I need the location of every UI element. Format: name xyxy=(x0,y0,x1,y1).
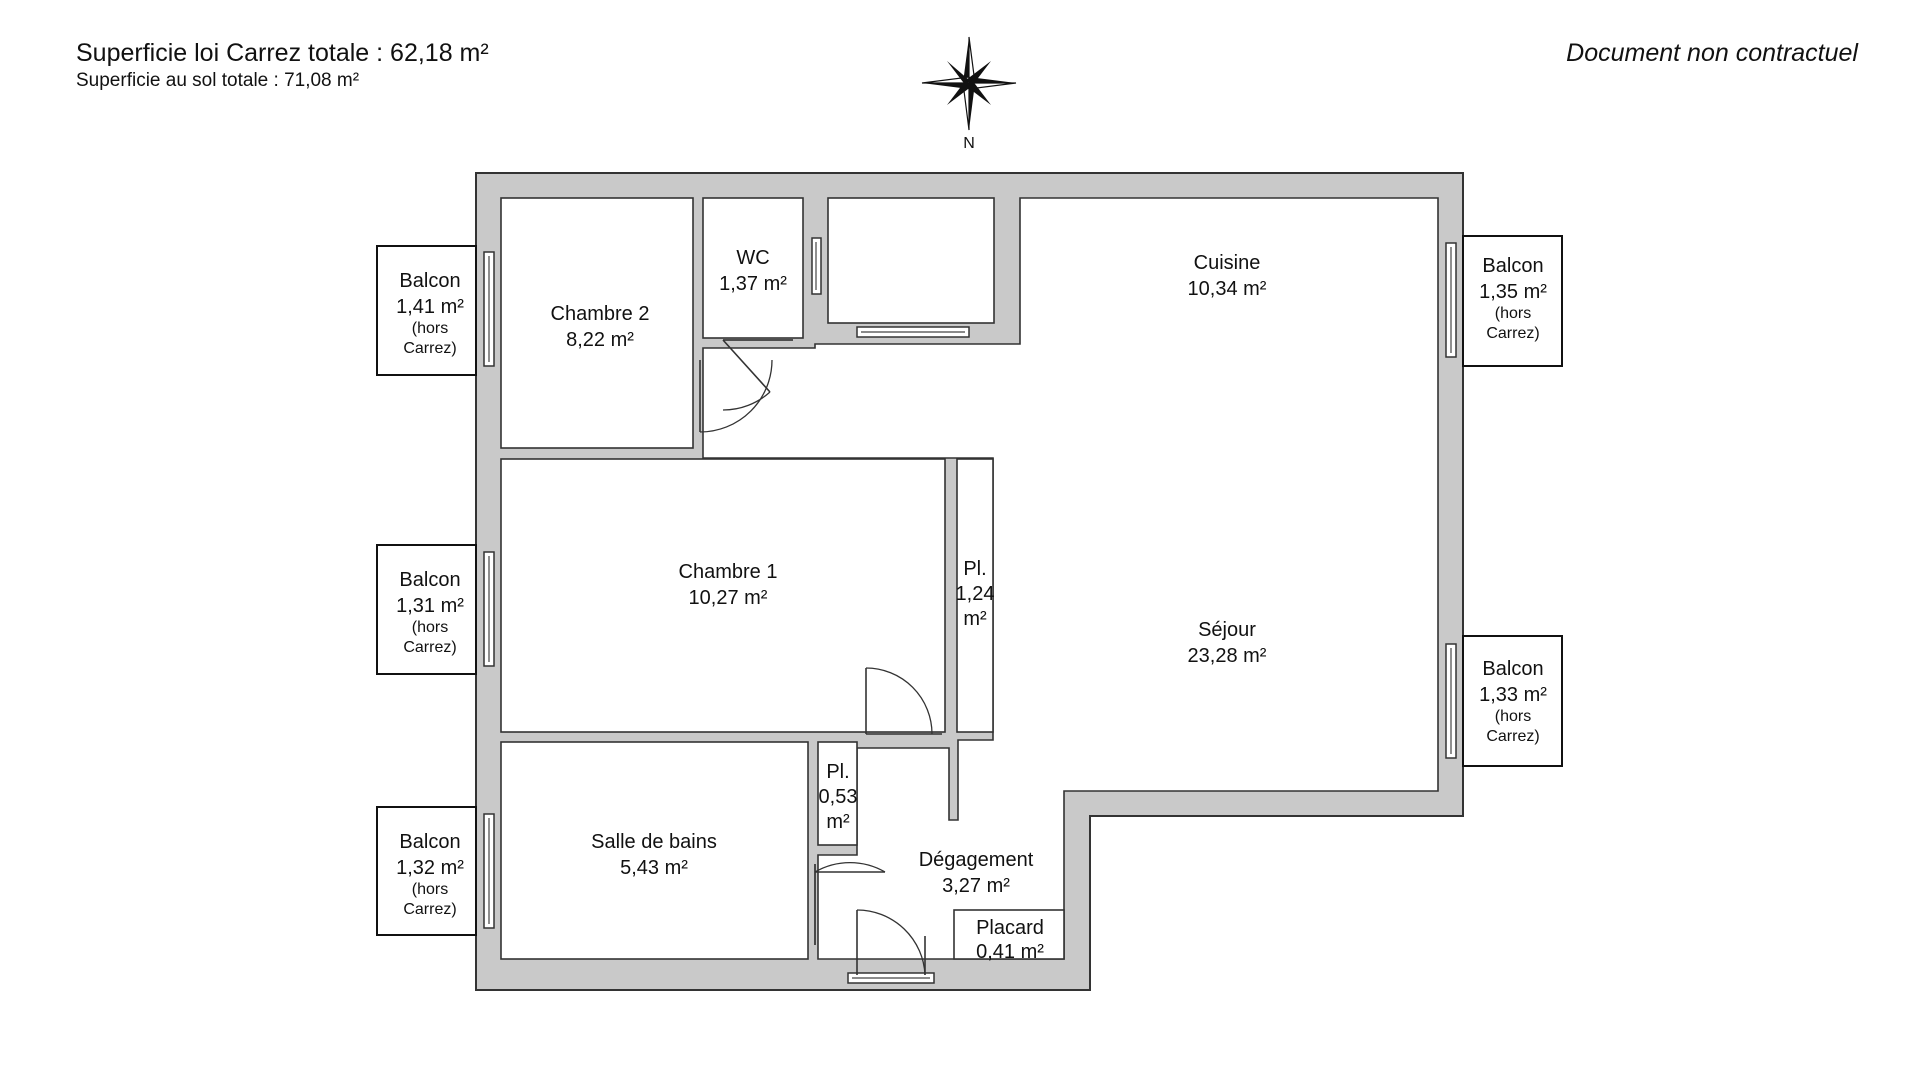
balcony-2 xyxy=(376,544,477,675)
door-chambre-2 xyxy=(699,359,773,433)
label-cuisine-area: 10,34 m² xyxy=(1188,278,1267,300)
label-placard-1-l3: m² xyxy=(963,608,987,630)
room-placard-3 xyxy=(953,909,1065,960)
label-balcony-1-note1: (hors xyxy=(412,320,448,337)
balcony-5 xyxy=(1462,635,1563,767)
label-sejour-name: Séjour xyxy=(1198,619,1256,641)
label-balcony-5-name: Balcon xyxy=(1482,658,1543,680)
room-chambre-2 xyxy=(500,197,694,449)
room-sejour-cuisine xyxy=(702,197,1439,960)
label-balcony-5-area: 1,33 m² xyxy=(1479,684,1547,706)
label-balcony-1-note2: Carrez) xyxy=(403,340,456,357)
door-chambre-1 xyxy=(865,667,942,735)
label-sdb-name: Salle de bains xyxy=(591,831,717,853)
window-balcony-2 xyxy=(483,551,495,667)
carrez-label: Superficie loi Carrez totale : xyxy=(76,39,384,67)
label-placard-1-l2: 1,24 xyxy=(956,583,995,605)
compass-north-label: N xyxy=(963,135,975,152)
door-entree xyxy=(856,909,926,976)
label-chambre-1-name: Chambre 1 xyxy=(679,561,778,583)
label-wc-area: 1,37 m² xyxy=(719,273,787,295)
label-placard-2-l2: 0,53 xyxy=(819,786,858,808)
label-balcony-4-note1: (hors xyxy=(1495,305,1531,322)
balcony-1 xyxy=(376,245,477,376)
window-balcony-1 xyxy=(483,251,495,367)
balcony-3 xyxy=(376,806,477,936)
window-balcony-4 xyxy=(1445,242,1457,358)
label-degagement-area: 3,27 m² xyxy=(942,875,1010,897)
label-sejour-area: 23,28 m² xyxy=(1188,645,1267,667)
sol-total: Superficie au sol totale : 71,08 m² xyxy=(76,68,489,94)
label-balcony-1-name: Balcon xyxy=(399,270,460,292)
carrez-total: Superficie loi Carrez totale : 62,18 m² xyxy=(76,38,489,68)
label-placard-3-name: Placard xyxy=(976,917,1044,939)
sol-value: 71,08 m² xyxy=(284,70,360,91)
door-wc xyxy=(722,339,793,411)
label-placard-1-l1: Pl. xyxy=(963,558,986,580)
label-wc-name: WC xyxy=(736,247,769,269)
window-cellier xyxy=(856,326,970,338)
compass-icon xyxy=(921,36,1017,131)
window-degagement xyxy=(847,972,935,984)
label-balcony-2-name: Balcon xyxy=(399,569,460,591)
label-balcony-2-note2: Carrez) xyxy=(403,639,456,656)
room-placard-2 xyxy=(817,741,858,846)
room-salle-de-bains xyxy=(500,741,809,960)
label-balcony-3-name: Balcon xyxy=(399,831,460,853)
window-wc xyxy=(811,237,822,295)
label-degagement-name: Dégagement xyxy=(919,849,1034,871)
surface-summary: Superficie loi Carrez totale : 62,18 m² … xyxy=(76,38,489,94)
label-placard-3-area: 0,41 m² xyxy=(976,941,1044,963)
label-balcony-4-name: Balcon xyxy=(1482,255,1543,277)
label-placard-2-l3: m² xyxy=(826,811,850,833)
balcony-4 xyxy=(1462,235,1563,367)
window-balcony-3 xyxy=(483,813,495,929)
carrez-value: 62,18 m² xyxy=(390,39,489,67)
label-balcony-5-note2: Carrez) xyxy=(1486,728,1539,745)
window-balcony-5 xyxy=(1445,643,1457,759)
disclaimer: Document non contractuel xyxy=(1566,39,1858,67)
label-balcony-2-note1: (hors xyxy=(412,619,448,636)
door-salle-de-bains xyxy=(814,862,886,945)
label-balcony-5-note1: (hors xyxy=(1495,708,1531,725)
label-chambre-2-area: 8,22 m² xyxy=(566,329,634,351)
label-chambre-2-name: Chambre 2 xyxy=(551,303,650,325)
label-cuisine-name: Cuisine xyxy=(1194,252,1261,274)
room-placard-1 xyxy=(956,458,994,733)
label-balcony-4-area: 1,35 m² xyxy=(1479,281,1547,303)
label-balcony-3-area: 1,32 m² xyxy=(396,857,464,879)
label-balcony-4-note2: Carrez) xyxy=(1486,325,1539,342)
label-placard-2-l1: Pl. xyxy=(826,761,849,783)
label-balcony-3-note1: (hors xyxy=(412,881,448,898)
room-cellier xyxy=(827,197,995,324)
label-balcony-3-note2: Carrez) xyxy=(403,901,456,918)
sol-label: Superficie au sol totale : xyxy=(76,70,279,91)
label-sdb-area: 5,43 m² xyxy=(620,857,688,879)
room-wc xyxy=(702,197,804,339)
label-balcony-1-area: 1,41 m² xyxy=(396,296,464,318)
label-balcony-2-area: 1,31 m² xyxy=(396,595,464,617)
room-chambre-1 xyxy=(500,458,946,733)
label-chambre-1-area: 10,27 m² xyxy=(689,587,768,609)
